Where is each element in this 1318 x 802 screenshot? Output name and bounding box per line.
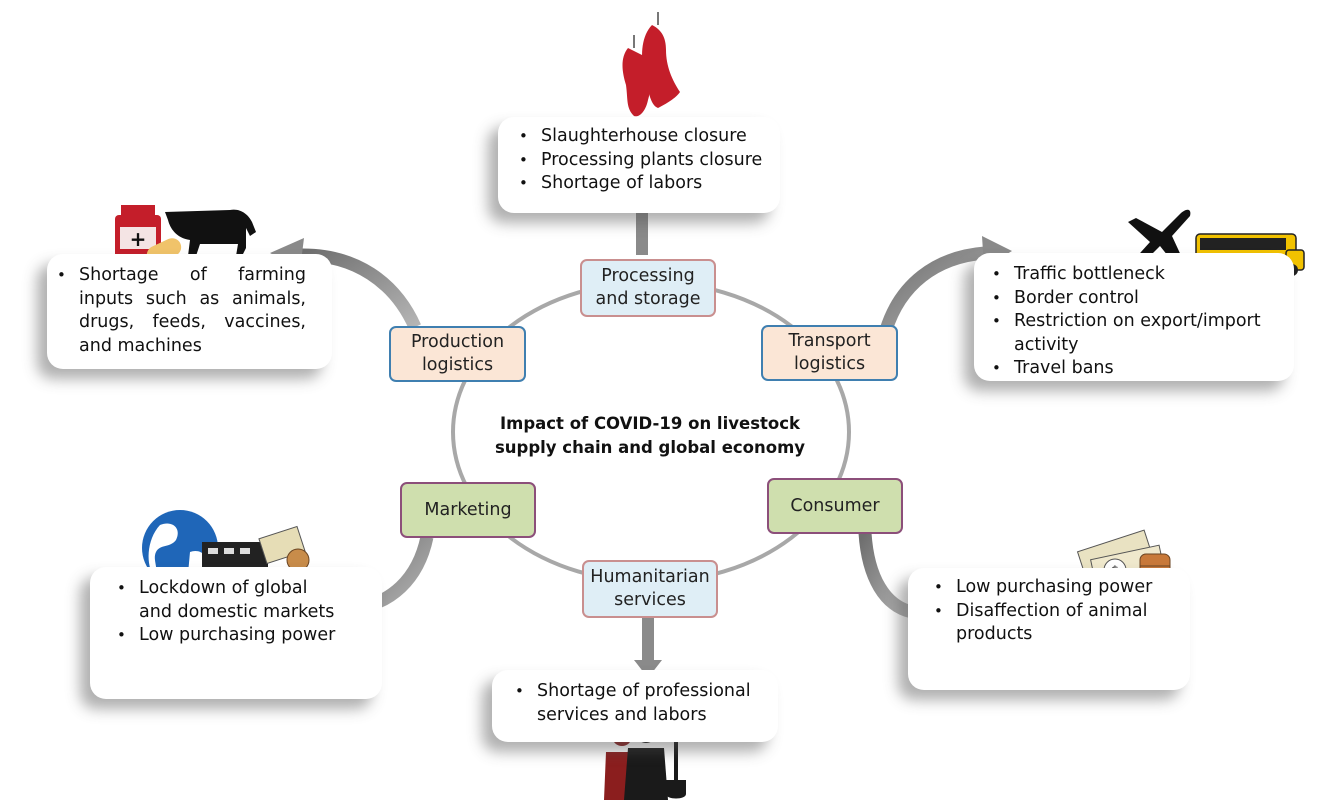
hanging-meat-icon: [622, 12, 680, 117]
transport-item: Restriction on export/import activity: [992, 310, 1294, 357]
node-consumer-label: Consumer: [790, 495, 880, 516]
processing-item: Slaughterhouse closure: [519, 125, 780, 149]
marketing-item: Lockdown of global and domestic markets: [117, 577, 339, 624]
workers-icon: [604, 721, 686, 800]
transport-item: Traffic bottleneck: [992, 263, 1294, 287]
transport-item: Travel bans: [992, 357, 1294, 381]
marketing-card: Lockdown of global and domestic markets …: [90, 567, 382, 699]
node-humanitarian-services: Humanitarian services: [582, 560, 718, 618]
center-title-line1: Impact of COVID-19 on livestock: [500, 414, 800, 433]
node-transport-logistics: Transport logistics: [761, 325, 898, 381]
arrow-to-humanitarian: [634, 616, 662, 678]
transport-card: Traffic bottleneck Border control Restri…: [974, 253, 1294, 381]
node-production-logistics: Production logistics: [389, 326, 526, 382]
node-consumer: Consumer: [767, 478, 903, 534]
humanitarian-card: Shortage of professional services and la…: [492, 670, 778, 742]
processing-card: Slaughterhouse closure Processing plants…: [498, 117, 780, 213]
consumer-card: Low purchasing power Disaffection of ani…: [908, 568, 1190, 690]
node-processing-storage: Processing and storage: [580, 259, 716, 317]
consumer-item: Disaffection of animal products: [934, 600, 1166, 647]
medicine-and-cow-icon: +: [115, 205, 256, 264]
node-transport-label-2: logistics: [793, 354, 866, 374]
node-marketing-label: Marketing: [424, 499, 512, 520]
node-marketing: Marketing: [400, 482, 536, 538]
production-item: Shortage of farming inputs such as anima…: [57, 264, 306, 358]
node-transport-label-1: Transport: [788, 331, 871, 351]
node-humanitarian-label-1: Humanitarian: [590, 567, 710, 587]
processing-item: Processing plants closure: [519, 149, 780, 173]
marketing-item: Low purchasing power: [117, 624, 339, 648]
production-card: Shortage of farming inputs such as anima…: [47, 254, 332, 369]
node-production-label-2: logistics: [421, 355, 494, 375]
node-processing-label-1: Processing: [601, 266, 695, 286]
node-processing-label-2: and storage: [595, 289, 701, 309]
node-production-label-1: Production: [410, 332, 505, 352]
center-title: Impact of COVID-19 on livestock supply c…: [480, 412, 820, 460]
svg-text:+: +: [130, 227, 147, 251]
processing-item: Shortage of labors: [519, 172, 780, 196]
humanitarian-item: Shortage of professional services and la…: [515, 680, 757, 727]
consumer-item: Low purchasing power: [934, 576, 1166, 600]
center-title-line2: supply chain and global economy: [494, 438, 806, 457]
transport-item: Border control: [992, 287, 1294, 311]
node-humanitarian-label-2: services: [614, 590, 686, 610]
